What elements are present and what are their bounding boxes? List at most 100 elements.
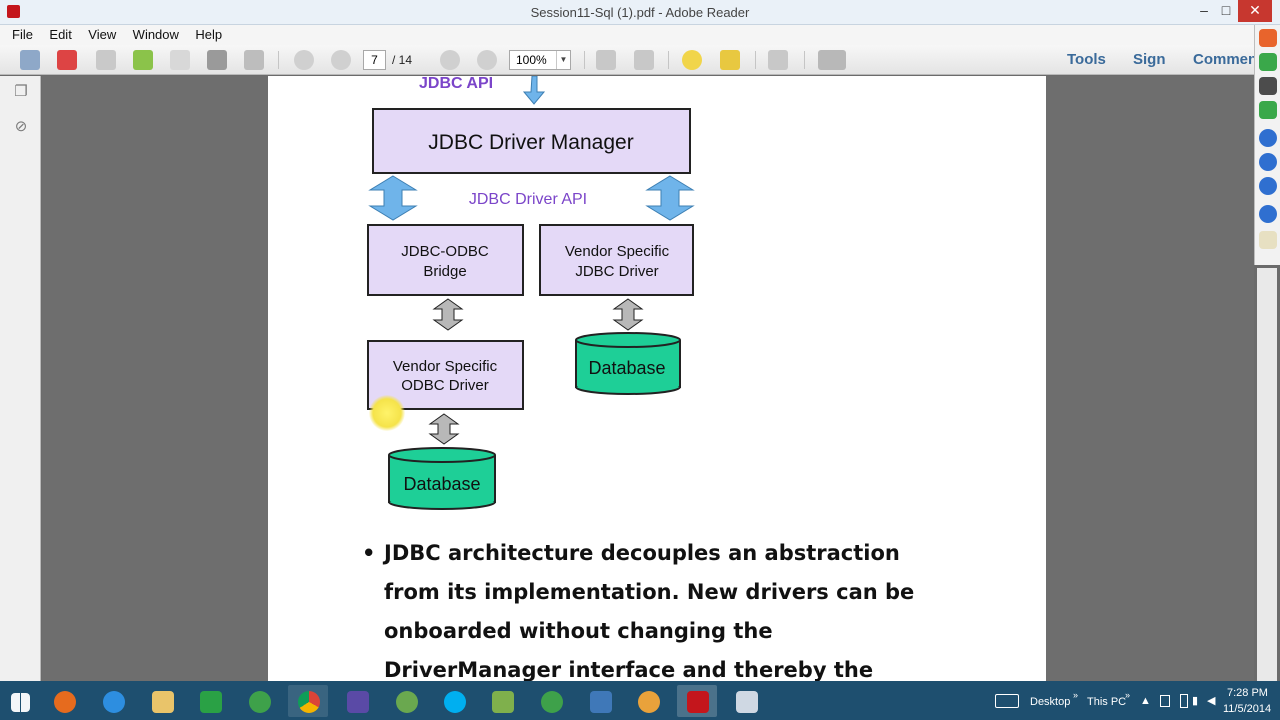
- taskbar-app-green[interactable]: [239, 685, 279, 717]
- zoom-in-icon[interactable]: [477, 50, 497, 70]
- create-pdf-icon[interactable]: [57, 50, 77, 70]
- fit-page-icon[interactable]: [596, 50, 616, 70]
- desktop-toolbar-label[interactable]: Desktop: [1030, 696, 1071, 708]
- jdbc-api-label: JDBC API: [419, 76, 493, 92]
- keyboard-icon[interactable]: [995, 694, 1019, 708]
- cloud-upload-icon[interactable]: [133, 50, 153, 70]
- double-arrow-icon: [432, 298, 464, 331]
- hand-cursor-highlight: [369, 395, 405, 431]
- chevron-down-icon[interactable]: ▼: [556, 51, 570, 69]
- screen-icon[interactable]: [1259, 101, 1277, 119]
- volume-icon[interactable]: ◀: [1207, 695, 1216, 707]
- taskbar-store[interactable]: [190, 685, 230, 717]
- jdbc-odbc-bridge-box: [367, 224, 524, 296]
- bullet-dot: •: [362, 541, 376, 565]
- zoom-select[interactable]: 100% ▼: [509, 50, 571, 70]
- database-cylinder-right: Database: [575, 332, 681, 395]
- page-total: / 14: [392, 53, 413, 67]
- page-number-input[interactable]: 7: [363, 50, 386, 70]
- fullscreen-icon[interactable]: [768, 50, 788, 70]
- title-bar: Session11-Sql (1).pdf - Adobe Reader – □…: [0, 0, 1280, 25]
- chrome-icon: [298, 691, 320, 713]
- taskbar-firefox[interactable]: [44, 685, 84, 717]
- next-page-icon[interactable]: [331, 50, 351, 70]
- driver-manager-label: JDBC Driver Manager: [428, 131, 633, 154]
- bridge-label-line1: JDBC-ODBC: [401, 243, 489, 260]
- fit-width-icon[interactable]: [634, 50, 654, 70]
- pointer-icon[interactable]: [1259, 153, 1277, 171]
- chevron-icon[interactable]: »: [1073, 690, 1079, 700]
- comment-icon[interactable]: [682, 50, 702, 70]
- page-thumbnails-icon[interactable]: ❐: [14, 83, 28, 100]
- toolbar: 7 / 14 100% ▼ Tools Sign Commen: [0, 45, 1280, 75]
- vendor-jdbc-label-line1: Vendor Specific: [565, 243, 670, 260]
- show-hidden-icons-icon[interactable]: ▲: [1140, 695, 1151, 707]
- menu-file[interactable]: File: [12, 27, 33, 42]
- collapse-icon[interactable]: [1259, 29, 1277, 47]
- notes-icon[interactable]: [1259, 231, 1277, 249]
- flower-icon: [638, 691, 660, 713]
- taskbar-chrome[interactable]: [288, 685, 328, 717]
- minimize-button[interactable]: –: [1200, 2, 1208, 18]
- email-icon[interactable]: [244, 50, 264, 70]
- sign-button[interactable]: Sign: [1133, 51, 1166, 68]
- scrollbar[interactable]: [1257, 268, 1277, 681]
- windows-icon: [11, 693, 30, 712]
- window-title: Session11-Sql (1).pdf - Adobe Reader: [530, 5, 750, 20]
- vendor-jdbc-driver-box: [539, 224, 694, 296]
- store-icon: [200, 691, 222, 713]
- menu-bar: File Edit View Window Help: [0, 25, 1280, 45]
- taskbar-image-app[interactable]: [482, 685, 522, 717]
- chevron-icon[interactable]: »: [1125, 690, 1131, 700]
- taskbar-adobe-reader[interactable]: [677, 685, 717, 717]
- menu-edit[interactable]: Edit: [49, 27, 72, 42]
- network-icon[interactable]: ▮: [1192, 695, 1199, 707]
- close-button[interactable]: ✕: [1238, 0, 1272, 22]
- print-icon[interactable]: [207, 50, 227, 70]
- tools-button[interactable]: Tools: [1067, 51, 1106, 68]
- pdf-page: JDBC API JDBC Driver Manager JDBC Driver…: [268, 76, 1046, 681]
- zoom-out-icon[interactable]: [440, 50, 460, 70]
- this-pc-toolbar-label[interactable]: This PC: [1087, 696, 1127, 708]
- taskbar-skype[interactable]: [434, 685, 474, 717]
- taskbar-app-blue[interactable]: [580, 685, 620, 717]
- taskbar-app-green-2[interactable]: [531, 685, 571, 717]
- edit-icon[interactable]: [96, 50, 116, 70]
- taskbar-file-explorer[interactable]: [142, 685, 182, 717]
- pen-icon[interactable]: [1259, 205, 1277, 223]
- clock-date[interactable]: 11/5/2014: [1223, 703, 1272, 715]
- internet-explorer-icon: [103, 691, 125, 713]
- app-icon: [541, 691, 563, 713]
- highlight-icon[interactable]: [720, 50, 740, 70]
- comment-button[interactable]: Commen: [1193, 51, 1258, 68]
- vendor-jdbc-label-line2: JDBC Driver: [575, 263, 658, 280]
- menu-help[interactable]: Help: [195, 27, 223, 42]
- attachments-icon[interactable]: ⊘: [14, 118, 28, 135]
- pause-icon[interactable]: [1259, 129, 1277, 147]
- taskbar: Desktop » This PC » ▲ ▮ ◀ 7:28 PM 11/5/2…: [0, 681, 1280, 720]
- flag-icon[interactable]: [1160, 695, 1170, 707]
- hand-tool-icon[interactable]: [818, 50, 846, 70]
- bridge-label-line2: Bridge: [423, 263, 466, 280]
- previous-page-icon[interactable]: [294, 50, 314, 70]
- database-label-left: Database: [403, 474, 480, 494]
- driver-api-label: JDBC Driver API: [469, 191, 587, 208]
- menu-view[interactable]: View: [88, 27, 117, 42]
- microphone-icon[interactable]: [1259, 53, 1277, 71]
- clock-time[interactable]: 7:28 PM: [1227, 687, 1268, 699]
- menu-window[interactable]: Window: [132, 27, 179, 42]
- taskbar-app-window[interactable]: [726, 685, 766, 717]
- taskbar-utorrent[interactable]: [386, 685, 426, 717]
- taskbar-internet-explorer[interactable]: [93, 685, 133, 717]
- refresh-icon[interactable]: [1259, 177, 1277, 195]
- taskbar-app-flower[interactable]: [628, 685, 668, 717]
- save-icon[interactable]: [170, 50, 190, 70]
- camera-icon[interactable]: [1259, 77, 1277, 95]
- maximize-button[interactable]: □: [1221, 2, 1231, 18]
- battery-icon[interactable]: [1180, 694, 1188, 708]
- taskbar-visual-studio[interactable]: [337, 685, 377, 717]
- start-button[interactable]: [0, 685, 42, 717]
- open-icon[interactable]: [20, 50, 40, 70]
- recording-toolbar: [1254, 25, 1280, 265]
- folder-icon: [152, 691, 174, 713]
